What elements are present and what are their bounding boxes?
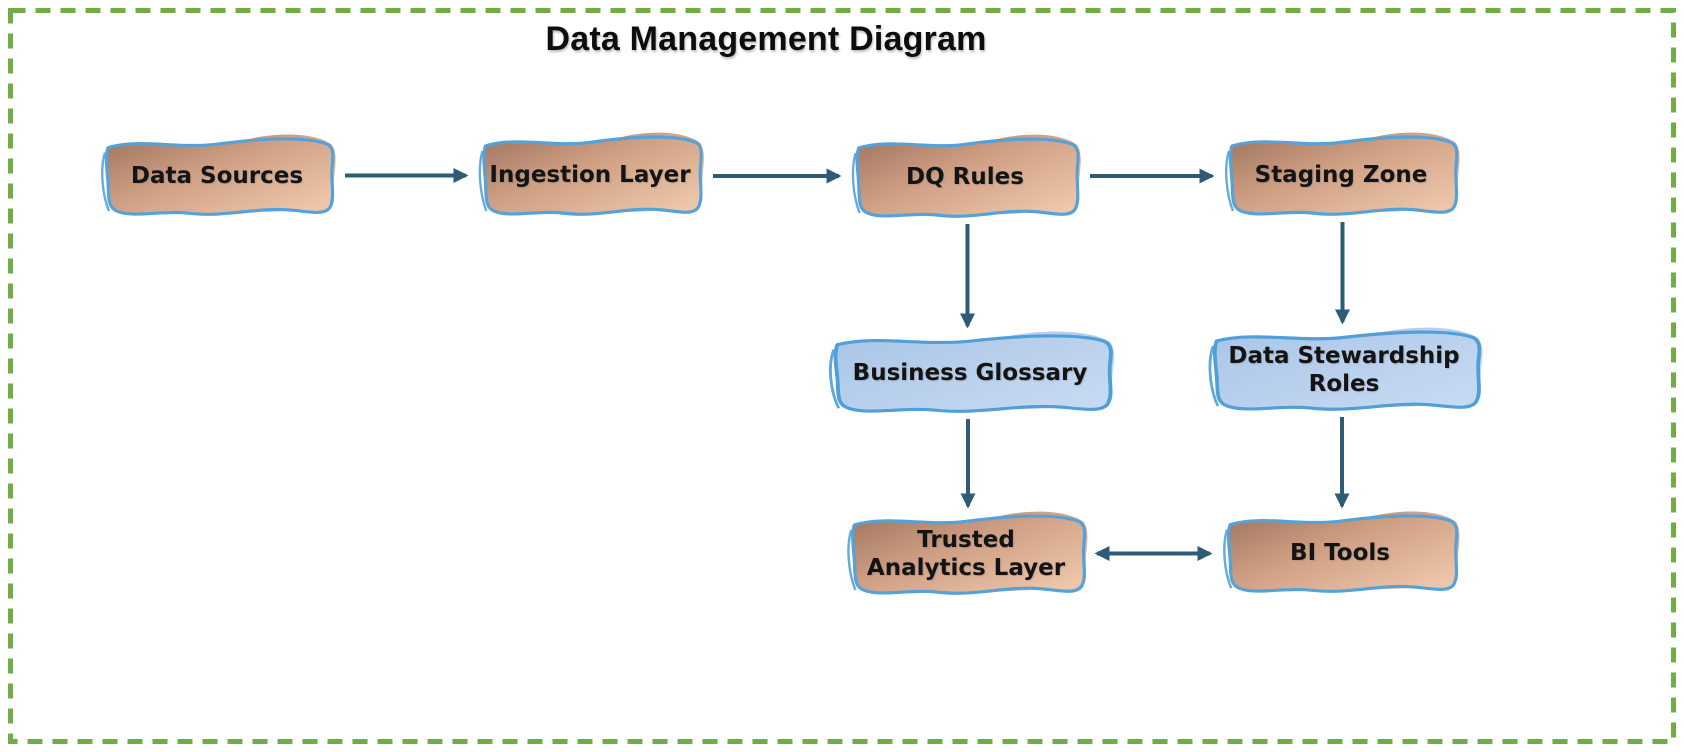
node-label-business-glossary: Business Glossary [852,359,1088,386]
node-shape-ingestion-layer [478,132,704,216]
page-title: Data Management Diagram [545,20,987,58]
node-label-ingestion-layer: Ingestion Layer [489,161,691,188]
node-staging-zone: Staging Zone [1216,131,1466,219]
node-shape-business-glossary [829,331,1115,413]
node-dq-rules: DQ Rules [843,133,1087,221]
node-shape-bi-tools [1223,511,1460,593]
node-shape-dq-rules [851,134,1081,218]
node-label-data-sources: Data Sources [130,162,304,189]
node-shape-trusted-analytics-layer [847,511,1088,595]
node-shape-data-sources [101,134,336,216]
node-shape-staging-zone [1225,132,1460,216]
node-label-bi-tools: BI Tools [1290,539,1390,566]
node-data-stewardship-roles: Data Stewardship Roles [1198,326,1490,414]
node-business-glossary: Business Glossary [818,330,1122,416]
node-label-staging-zone: Staging Zone [1254,161,1428,188]
node-ingestion-layer: Ingestion Layer [470,131,710,219]
node-label-data-stewardship-roles: Data Stewardship Roles [1228,342,1460,397]
node-data-sources: Data Sources [92,133,342,219]
node-label-dq-rules: DQ Rules [906,163,1024,190]
node-bi-tools: BI Tools [1214,510,1466,596]
node-shape-data-stewardship-roles [1208,327,1483,411]
node-label-trusted-analytics-layer: Trusted Analytics Layer [866,526,1066,581]
node-trusted-analytics-layer: Trusted Analytics Layer [838,510,1094,598]
